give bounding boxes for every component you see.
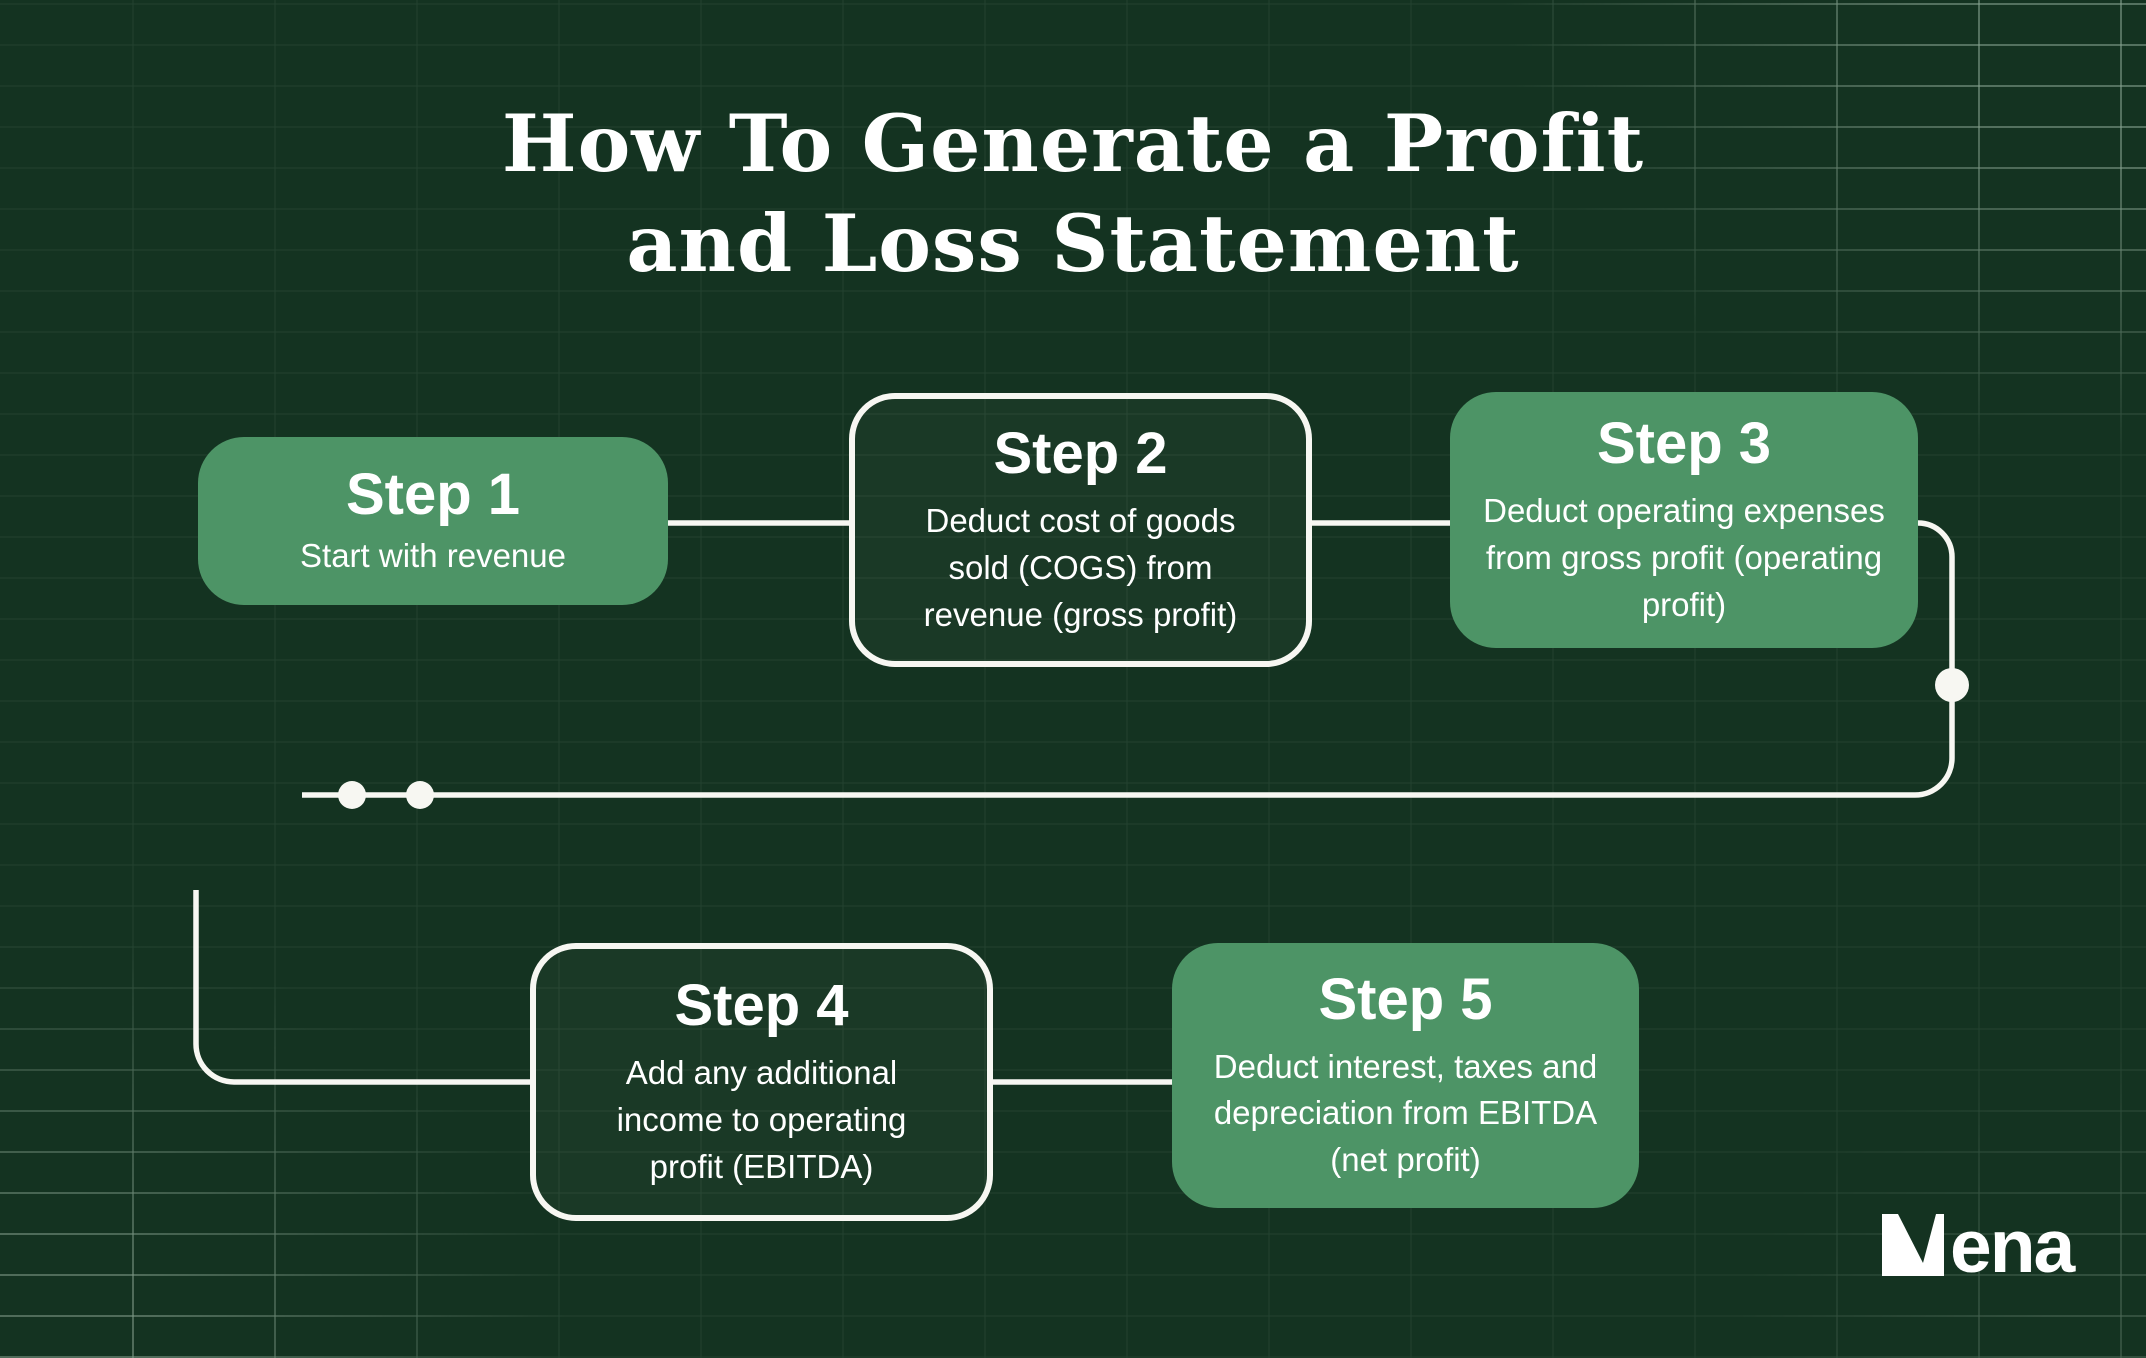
step-3-box: Step 3 Deduct operating expenses from gr… [1450,392,1918,648]
vena-v-mark-icon [1882,1214,1944,1276]
step-5-label: Step 5 [1318,966,1493,1032]
page-title-line-2: and Loss Statement [626,197,1520,290]
connector-into-step4 [193,890,530,1085]
step-1-description: Start with revenue [300,536,566,574]
page-title-line-1: How To Generate a Profit [501,97,1645,190]
step-2-label: Step 2 [993,421,1168,487]
step-4-box: Step 4 Add any additional income to oper… [530,943,993,1221]
step-5-box: Step 5 Deduct interest, taxes and deprec… [1172,943,1639,1208]
step-1-box: Step 1 Start with revenue [198,437,668,605]
vena-logo-text: ena [1950,1204,2075,1288]
step-3-label: Step 3 [1596,411,1772,477]
step-1-label: Step 1 [345,462,521,528]
connector-node-dot-1 [338,781,366,809]
connector-node-dot-2 [406,781,434,809]
vena-logo: ena [1882,1204,2075,1288]
step-2-description: Deduct cost of goods sold (COGS) from re… [923,502,1238,633]
connector-node-dot-right [1935,668,1969,702]
step-4-label: Step 4 [674,973,849,1039]
step-2-box: Step 2 Deduct cost of goods sold (COGS) … [849,393,1312,667]
step-5-description: Deduct interest, taxes and depreciation … [1213,1047,1598,1179]
page-title: How To Generate a Profit and Loss Statem… [0,94,2146,294]
step-3-description: Deduct operating expenses from gross pro… [1483,492,1885,623]
step-4-description: Add any additional income to operating p… [616,1054,907,1185]
